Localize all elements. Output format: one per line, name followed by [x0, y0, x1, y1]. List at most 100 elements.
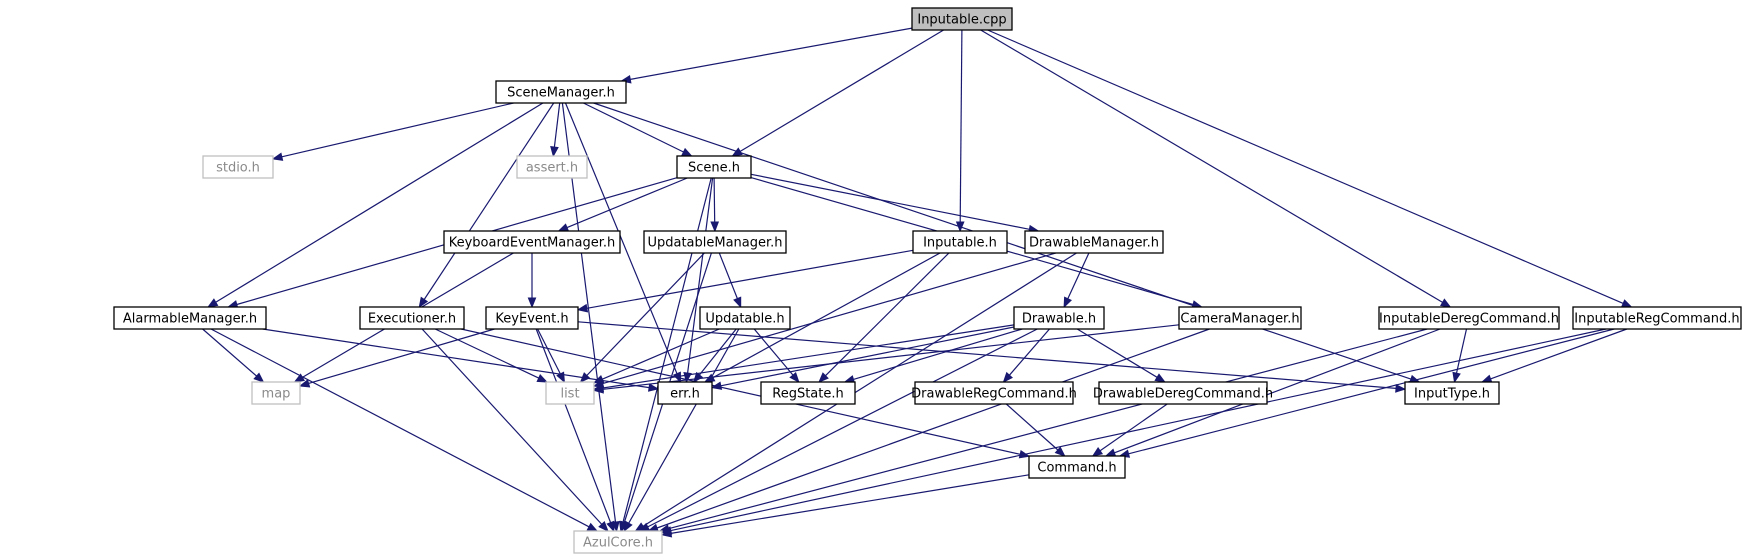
edge-scenemanager-to-assert — [550, 102, 561, 158]
node-box[interactable] — [573, 530, 663, 554]
edge-line — [1455, 328, 1468, 374]
arrowhead-icon — [710, 381, 723, 390]
node-stdio[interactable]: stdio.h — [202, 155, 274, 179]
node-box[interactable] — [443, 230, 621, 254]
node-box[interactable] — [1404, 381, 1500, 405]
node-cameramanager[interactable]: CameraManager.h — [1178, 306, 1302, 330]
edge-scene-to-updatablemanager — [710, 177, 720, 233]
edge-inputable_h-to-keyevent — [576, 249, 914, 313]
edge-line — [1099, 403, 1168, 452]
node-box[interactable] — [760, 381, 856, 405]
node-box[interactable] — [676, 155, 752, 179]
node-box[interactable] — [699, 306, 791, 330]
node-box[interactable] — [643, 230, 787, 254]
edge-scenemanager-to-alarmablemanager — [206, 102, 544, 308]
node-scenemanager[interactable]: SceneManager.h — [495, 80, 627, 104]
node-drawablemanager[interactable]: DrawableManager.h — [1024, 230, 1164, 254]
arrowhead-icon — [557, 223, 570, 232]
node-keyevent[interactable]: KeyEvent.h — [485, 306, 579, 330]
edge-line — [713, 177, 716, 223]
node-inputablederegcommand[interactable]: InputableDeregCommand.h — [1378, 306, 1560, 330]
node-label: CameraManager.h — [1180, 312, 1299, 327]
node-box[interactable] — [251, 381, 301, 405]
node-box[interactable] — [1178, 306, 1302, 330]
edge-line — [308, 328, 495, 384]
node-drawable[interactable]: Drawable.h — [1013, 306, 1105, 330]
edge-line — [421, 328, 603, 525]
node-inputable-h[interactable]: Inputable.h — [912, 230, 1008, 254]
edge-line — [698, 328, 737, 376]
edge-drawableregcommand-to-command — [1005, 403, 1066, 457]
edge-line — [535, 328, 612, 523]
node-inputableregcommand[interactable]: InputableRegCommand.h — [1572, 306, 1742, 330]
node-label: InputType.h — [1414, 387, 1490, 402]
edge-line — [1490, 328, 1628, 380]
node-azulcore[interactable]: AzulCore.h — [573, 530, 663, 554]
edge-line — [602, 252, 1056, 385]
node-inputtype[interactable]: InputType.h — [1404, 381, 1500, 405]
node-box[interactable] — [359, 306, 465, 330]
arrowhead-icon — [576, 303, 589, 313]
edge-line — [753, 328, 794, 376]
node-box[interactable] — [1378, 306, 1560, 330]
node-box[interactable] — [912, 230, 1008, 254]
node-box[interactable] — [1098, 381, 1268, 405]
node-list[interactable]: list — [545, 381, 595, 405]
node-drawablederegcommand[interactable]: DrawableDeregCommand.h — [1093, 381, 1273, 405]
node-drawableregcommand[interactable]: DrawableRegCommand.h — [911, 381, 1077, 405]
arrowhead-icon — [1063, 296, 1072, 309]
edge-line — [210, 328, 590, 528]
arrowhead-icon — [1440, 298, 1452, 308]
node-label: KeyboardEventManager.h — [449, 236, 616, 251]
node-keyboardeventmanager[interactable]: KeyboardEventManager.h — [443, 230, 621, 254]
edge-drawable-to-drawableregcommand — [1002, 328, 1050, 384]
node-box[interactable] — [202, 155, 274, 179]
arrowhead-icon — [527, 297, 537, 309]
edge-drawablederegcommand-to-command — [1091, 403, 1168, 457]
node-label: AlarmableManager.h — [123, 312, 257, 327]
arrowhead-icon — [710, 221, 720, 233]
node-box[interactable] — [545, 381, 595, 405]
edge-line — [987, 29, 1624, 304]
edge-keyevent-to-list — [537, 328, 565, 384]
node-inputable-cpp[interactable]: Inputable.cpp — [911, 7, 1013, 31]
node-box[interactable] — [1028, 455, 1126, 479]
node-alarmablemanager[interactable]: AlarmableManager.h — [113, 306, 267, 330]
node-label: Scene.h — [688, 161, 740, 176]
node-box[interactable] — [1024, 230, 1164, 254]
node-assert[interactable]: assert.h — [516, 155, 588, 179]
node-box[interactable] — [1013, 306, 1105, 330]
node-regstate[interactable]: RegState.h — [760, 381, 856, 405]
edge-line — [215, 102, 544, 303]
node-box[interactable] — [495, 80, 627, 104]
node-box[interactable] — [657, 381, 713, 405]
arrowhead-icon — [1002, 371, 1013, 384]
node-executioner[interactable]: Executioner.h — [359, 306, 465, 330]
node-updatablemanager[interactable]: UpdatableManager.h — [643, 230, 787, 254]
node-map[interactable]: map — [251, 381, 301, 405]
edge-executioner-to-list — [434, 328, 549, 383]
node-box[interactable] — [914, 381, 1074, 405]
arrowhead-icon — [550, 146, 559, 158]
arrowhead-icon — [692, 371, 704, 384]
node-label: Inputable.h — [923, 236, 997, 251]
edge-inputable_cpp-to-inputable_h — [955, 29, 965, 233]
edge-line — [1114, 328, 1441, 454]
node-box[interactable] — [911, 7, 1013, 31]
node-box[interactable] — [516, 155, 588, 179]
node-scene[interactable]: Scene.h — [676, 155, 752, 179]
node-command[interactable]: Command.h — [1028, 455, 1126, 479]
arrowhead-icon — [731, 147, 743, 157]
node-label: RegState.h — [772, 387, 843, 402]
arrowhead-icon — [1054, 446, 1066, 457]
arrowhead-icon — [592, 375, 605, 384]
node-err[interactable]: err.h — [657, 381, 713, 405]
node-box[interactable] — [113, 306, 267, 330]
edge-line — [553, 102, 561, 148]
node-updatable[interactable]: Updatable.h — [699, 306, 791, 330]
edge-line — [750, 173, 1030, 230]
edge-line — [460, 328, 1021, 455]
node-box[interactable] — [1572, 306, 1742, 330]
node-box[interactable] — [485, 306, 579, 330]
